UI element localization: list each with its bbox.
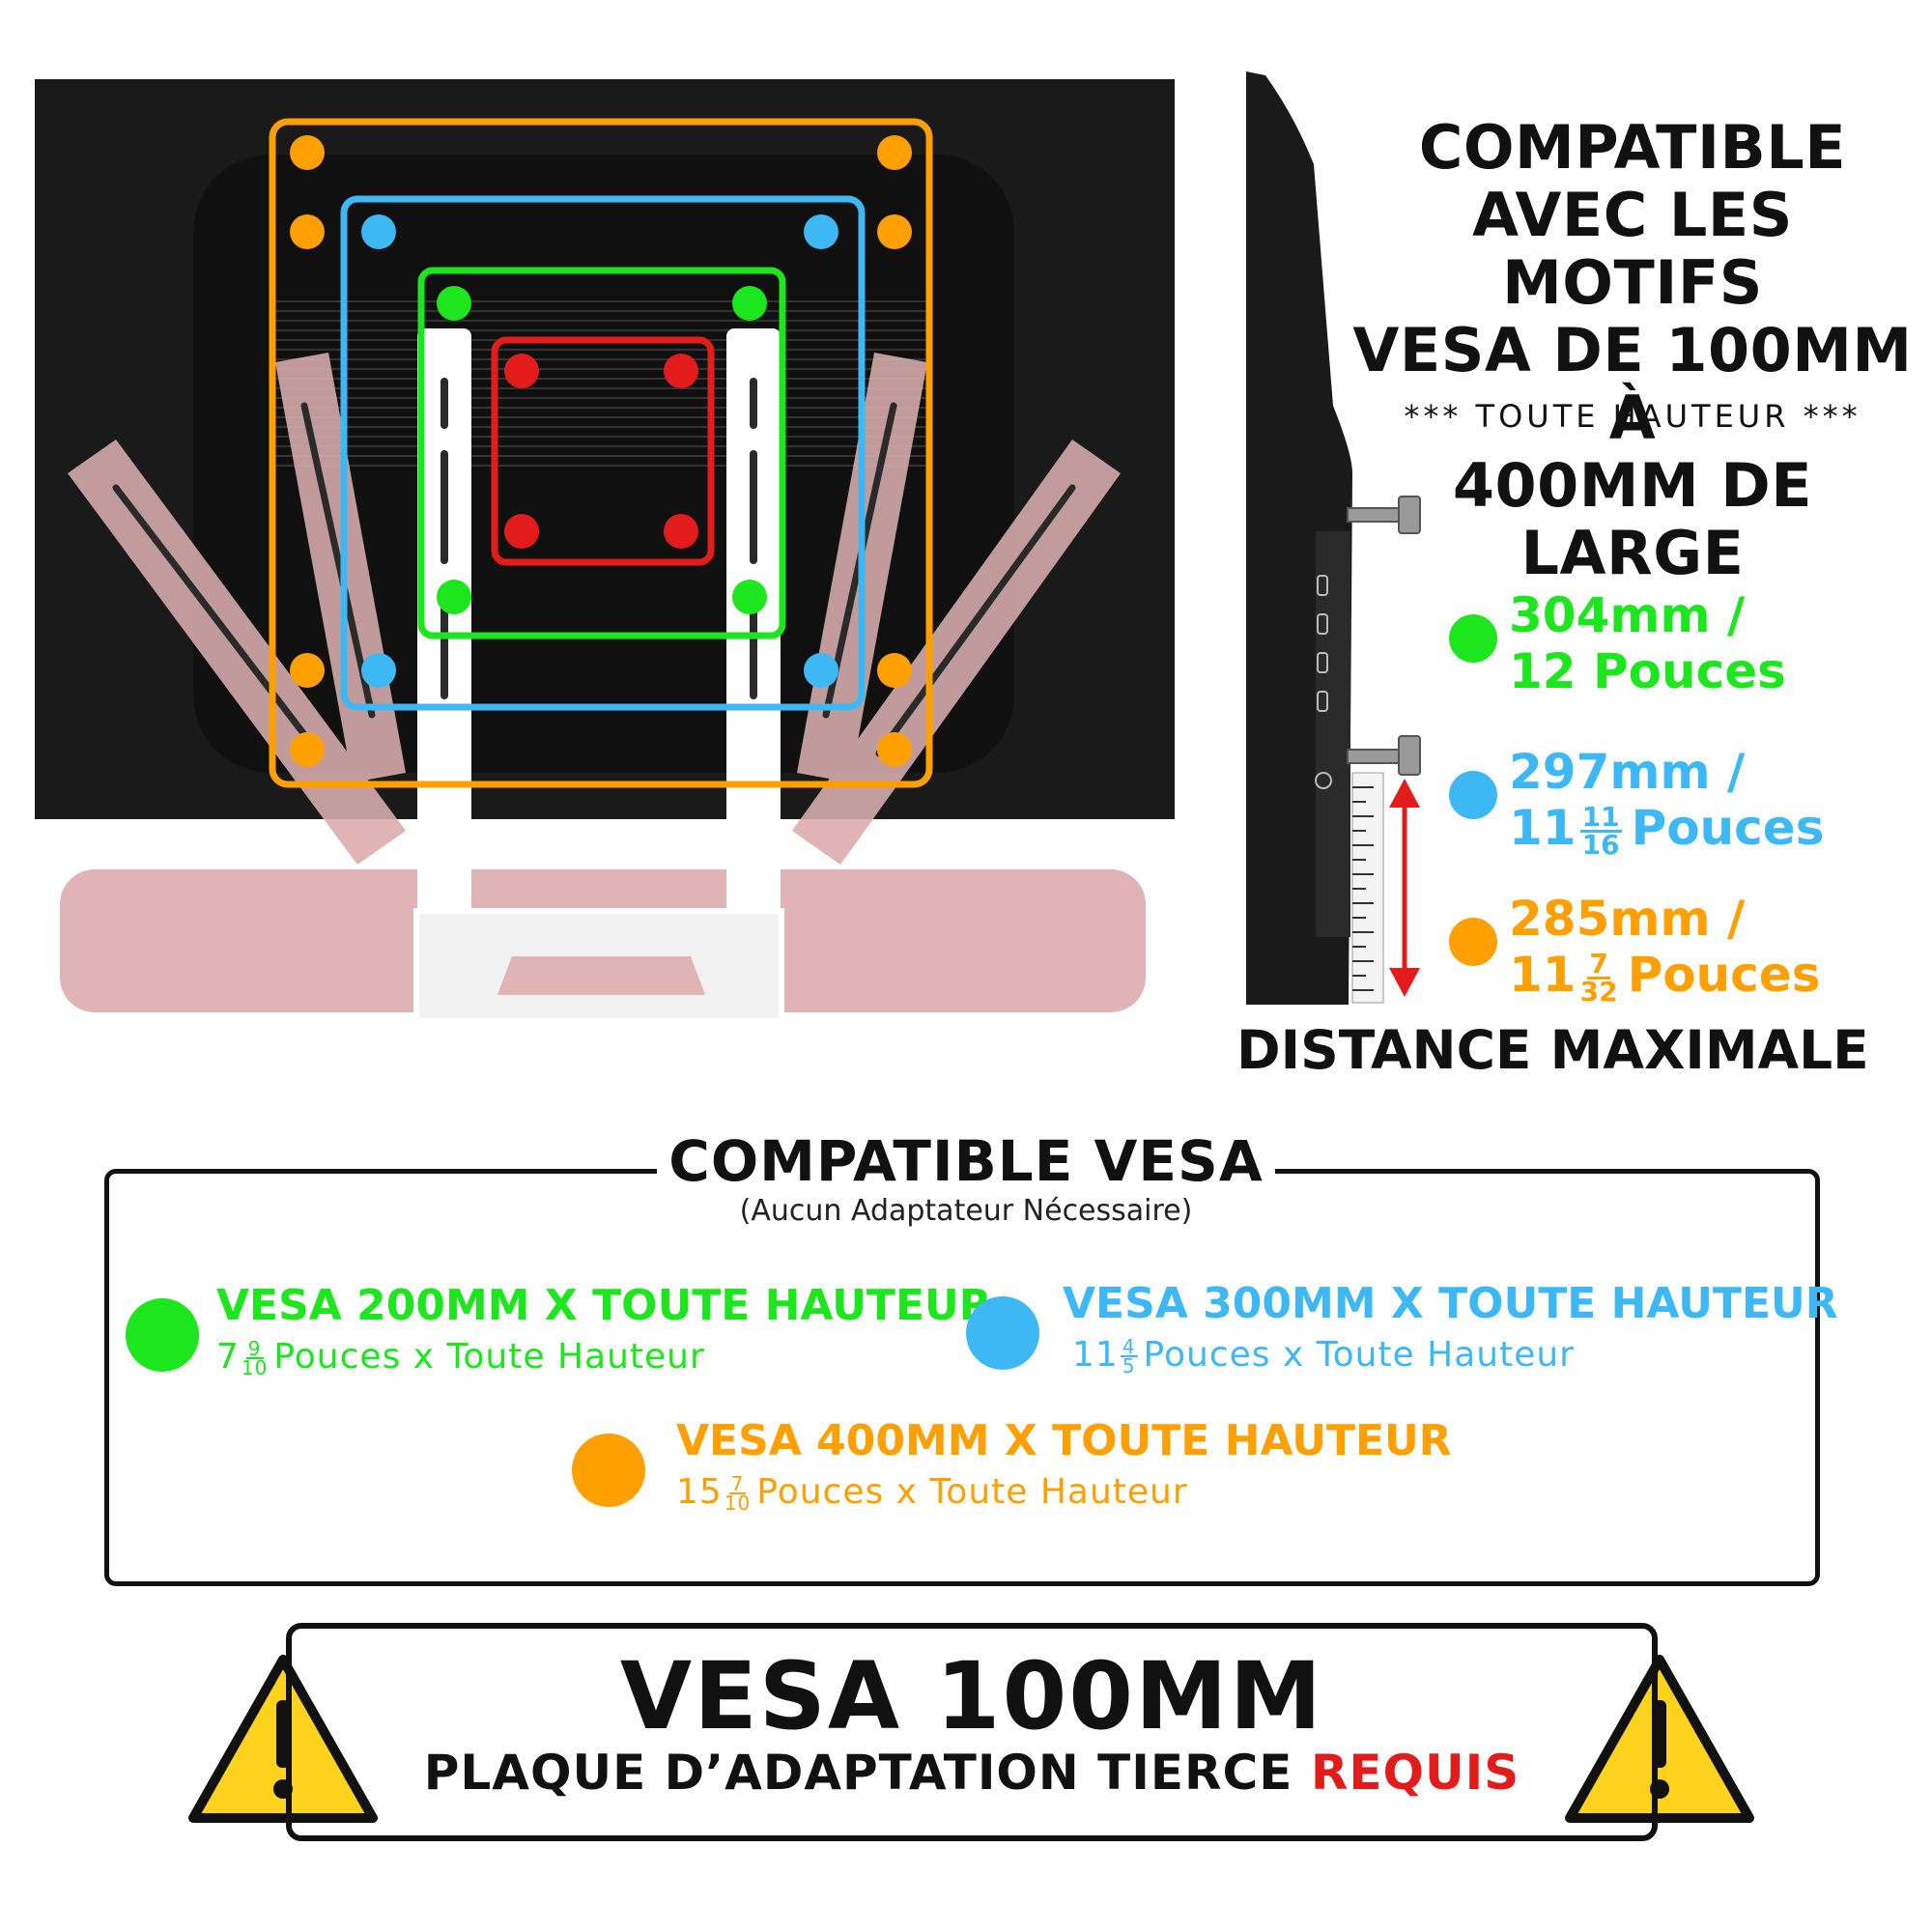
- fraction-denominator: 32: [1579, 976, 1618, 1008]
- vesa-item-title: VESA 300MM X TOUTE HAUTEUR: [1063, 1279, 1838, 1328]
- fraction-numerator: 9: [245, 1337, 264, 1360]
- distance-mm: 297mm /: [1509, 744, 1746, 800]
- inches-whole: 15: [676, 1472, 723, 1512]
- fraction-denominator: 10: [241, 1356, 269, 1379]
- vesa-100-square: [491, 336, 715, 566]
- fraction-numerator: 7: [1587, 948, 1610, 980]
- inches-rest: Pouces x Toute Hauteur: [756, 1472, 1188, 1512]
- tv-side-profile: [1246, 71, 1421, 1005]
- vesa-item-title: VESA 400MM X TOUTE HAUTEUR: [676, 1416, 1452, 1465]
- distance-unit: Pouces: [1593, 643, 1786, 699]
- distance-whole: 11: [1509, 800, 1577, 856]
- headline: COMPATIBLE AVEC LES MOTIFS VESA DE 100MM…: [1333, 114, 1932, 587]
- distance-unit: Pouces: [1631, 800, 1825, 856]
- vesa-200-square: [417, 267, 786, 639]
- distance-whole: 11: [1509, 947, 1577, 1003]
- orange-dot-icon: [1449, 918, 1497, 966]
- inches-whole: 7: [216, 1337, 240, 1377]
- fraction-denominator: 5: [1122, 1354, 1136, 1378]
- tv-back: [35, 79, 1175, 819]
- blue-dot-icon: [1449, 771, 1497, 819]
- vesa-400-square: [269, 118, 933, 788]
- green-dot-icon: [126, 1298, 199, 1372]
- fraction-denominator: 10: [724, 1492, 752, 1515]
- compat-title: COMPATIBLE VESA: [657, 1128, 1275, 1194]
- distance-unit: Pouces: [1627, 947, 1821, 1003]
- blue-dot-icon: [966, 1296, 1039, 1370]
- any-height-note: *** TOUTE HAUTEUR ***: [1404, 398, 1861, 435]
- green-dot-icon: [1449, 614, 1497, 663]
- max-distance-arrow: [1389, 779, 1420, 997]
- vesa-holes: [290, 135, 912, 767]
- distance-mm: 304mm /: [1509, 587, 1746, 643]
- inches-rest: Pouces x Toute Hauteur: [1143, 1335, 1575, 1375]
- fraction-numerator: 7: [728, 1472, 747, 1495]
- compat-box: [104, 1169, 1820, 1586]
- distance-inches: 12 Pouces: [1509, 643, 1786, 699]
- ruler: [1351, 772, 1384, 1004]
- inches-whole: 11: [1072, 1335, 1119, 1375]
- distance-mm: 285mm /: [1509, 891, 1746, 947]
- compat-subtitle: (Aucun Adaptateur Nécessaire): [739, 1194, 1193, 1228]
- fraction-denominator: 16: [1581, 829, 1620, 861]
- headline-line: VESA DE 100MM À: [1352, 315, 1913, 453]
- warning-banner: [286, 1623, 1658, 1841]
- orange-dot-icon: [572, 1434, 645, 1507]
- distance-whole: 12: [1509, 643, 1577, 699]
- warning-subtitle: PLAQUE D’ADAPTATION TIERCE REQUIS: [286, 1745, 1658, 1801]
- inches-rest: Pouces x Toute Hauteur: [273, 1337, 705, 1377]
- fraction-numerator: 4: [1120, 1335, 1138, 1358]
- headline-line: COMPATIBLE: [1418, 112, 1847, 183]
- warning-required: REQUIS: [1310, 1745, 1520, 1801]
- warning-title: VESA 100MM: [619, 1642, 1324, 1750]
- headline-line: 400MM DE LARGE: [1452, 450, 1813, 588]
- vesa-item-title: VESA 200MM X TOUTE HAUTEUR: [216, 1281, 992, 1330]
- fraction-numerator: 11: [1579, 801, 1622, 833]
- headline-line: AVEC LES MOTIFS: [1472, 180, 1793, 318]
- vesa-300-square: [340, 195, 866, 711]
- distance-row-green: 304mm / 12 Pouces: [1449, 587, 1913, 723]
- vesa-patterns: [269, 118, 933, 788]
- warning-subtitle-prefix: PLAQUE D’ADAPTATION TIERCE: [423, 1745, 1293, 1801]
- distance-maximum-label: DISTANCE MAXIMALE: [1236, 1019, 1869, 1081]
